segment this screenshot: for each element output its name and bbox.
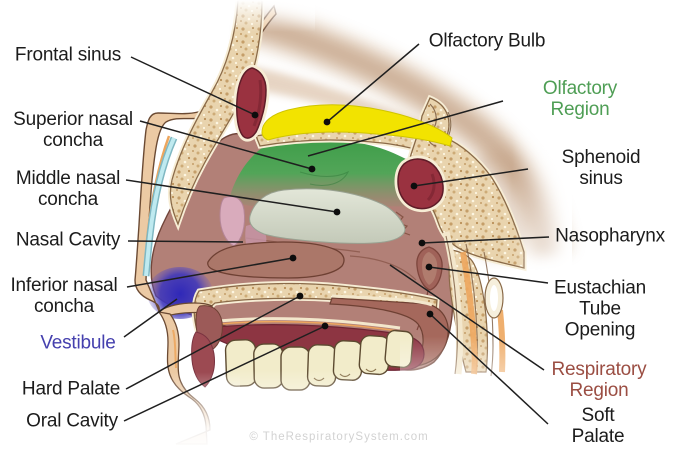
leader-frontal-sinus — [130, 56, 259, 119]
leader-vestibule — [123, 298, 178, 338]
middle-concha-shape — [249, 188, 406, 244]
leader-oral-cavity — [123, 322, 329, 422]
leader-eustachian-tube-opening — [425, 263, 549, 284]
label-nasopharynx: Nasopharynx — [555, 225, 665, 247]
label-inferior-nasal-concha: Inferior nasal concha — [10, 275, 118, 317]
label-middle-nasal-concha: Middle nasal concha — [15, 168, 121, 210]
fade-overlays — [115, 0, 572, 452]
leader-inferior-nasal-concha — [126, 254, 297, 288]
sphenoid-sinus-shape — [394, 155, 447, 212]
label-eustachian-tube-opening: Eustachian Tube Opening — [553, 277, 647, 341]
leader-respiratory-region — [389, 264, 545, 371]
leader-olfactory-region — [307, 100, 504, 157]
label-hard-palate: Hard Palate — [21, 378, 121, 400]
label-superior-nasal-concha: Superior nasal concha — [13, 109, 133, 151]
label-olfactory-region: Olfactory Region — [542, 78, 618, 120]
label-frontal-sinus: Frontal sinus — [14, 44, 122, 66]
leader-hard-palate — [125, 292, 304, 390]
inferior-concha-shape — [207, 241, 345, 279]
label-oral-cavity: Oral Cavity — [26, 410, 118, 432]
label-soft-palate: Soft Palate — [571, 405, 625, 447]
leader-sphenoid-sinus — [410, 168, 529, 190]
leader-middle-nasal-concha — [125, 179, 341, 216]
watermark: © TheRespiratorySystem.com — [249, 431, 429, 443]
leader-olfactory-bulb — [323, 43, 420, 126]
olfactory-bulb-shape — [261, 104, 453, 147]
label-vestibule: Vestibule — [40, 332, 116, 354]
leader-nasopharynx — [418, 236, 550, 247]
label-olfactory-bulb: Olfactory Bulb — [428, 30, 546, 52]
label-respiratory-region: Respiratory Region — [551, 359, 647, 401]
frontal-sinus-shape — [233, 64, 270, 142]
leader-soft-palate — [426, 310, 549, 425]
leader-lines — [123, 43, 550, 425]
label-nasal-cavity: Nasal Cavity — [15, 229, 121, 251]
leader-superior-nasal-concha — [139, 120, 316, 173]
label-sphenoid-sinus: Sphenoid sinus — [561, 147, 641, 189]
leader-nasal-cavity — [127, 240, 244, 243]
